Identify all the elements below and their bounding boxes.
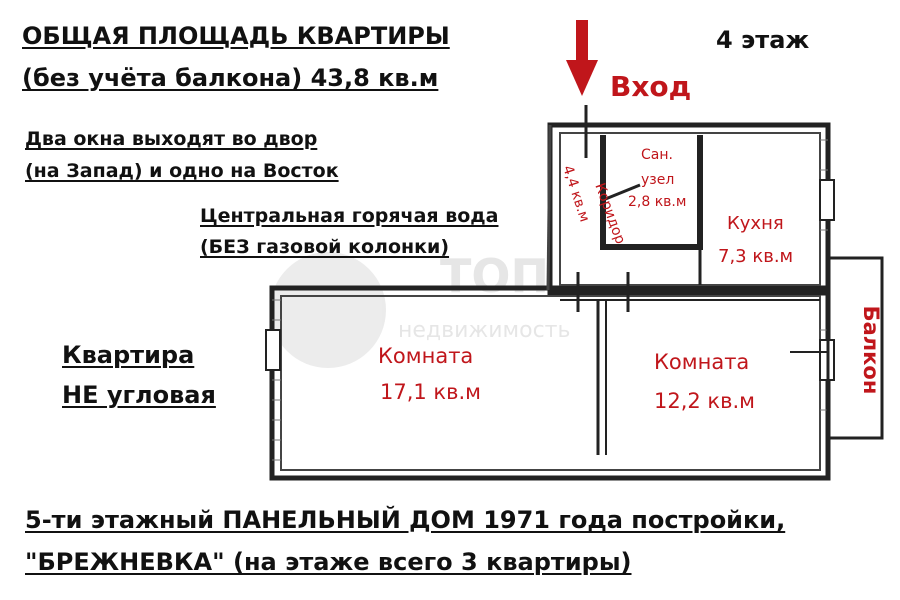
room1-name-label: Комната [378, 344, 474, 368]
watermark: ТОП недвижимость [270, 249, 570, 368]
entrance-label: Вход [610, 70, 692, 103]
bathroom-label-line1: Сан. [641, 147, 673, 163]
balcony-label: Балкон [859, 306, 883, 395]
window-room1 [265, 329, 281, 371]
corner-note-line1: Квартира [62, 341, 195, 369]
balcony-outline [826, 256, 884, 440]
water-note-line1: Центральная горячая вода [200, 205, 499, 227]
floor-label: 4 этаж [716, 26, 810, 54]
windows-note-line1: Два окна выходят во двор [25, 128, 318, 150]
building-info-line1: 5-ти этажный ПАНЕЛЬНЫЙ ДОМ 1971 года пос… [25, 506, 786, 534]
kitchen-name-label: Кухня [727, 213, 784, 234]
watermark-brand: ТОП [440, 249, 549, 303]
total-area-subtitle: (без учёта балкона) 43,8 кв.м [22, 64, 439, 92]
corridor-area-label: 4,4 кв.м [559, 164, 592, 225]
window-kitchen [819, 179, 835, 221]
bathroom-area-label: 2,8 кв.м [628, 194, 687, 210]
partitions [550, 135, 828, 455]
water-note-line2: (БЕЗ газовой колонки) [200, 236, 450, 258]
kitchen-area-label: 7,3 кв.м [718, 246, 794, 267]
room1-area-label: 17,1 кв.м [380, 380, 482, 404]
building-info-line2: "БРЕЖНЕВКА" (на этаже всего 3 квартиры) [25, 548, 632, 576]
windows-note-line2: (на Запад) и одно на Восток [25, 160, 339, 182]
room2-area-label: 12,2 кв.м [654, 389, 756, 413]
room2-name-label: Комната [654, 350, 750, 374]
corner-note-line2: НЕ угловая [62, 381, 216, 409]
doors [576, 105, 641, 312]
inner-walls [280, 124, 821, 471]
total-area-title: ОБЩАЯ ПЛОЩАДЬ КВАРТИРЫ [22, 22, 450, 50]
watermark-logo-circle [270, 252, 386, 368]
upper-block-outline [547, 122, 831, 296]
watermark-subtitle: недвижимость [398, 318, 570, 343]
bathroom-label-line2: узел [641, 172, 675, 188]
entrance-arrow [566, 20, 598, 96]
